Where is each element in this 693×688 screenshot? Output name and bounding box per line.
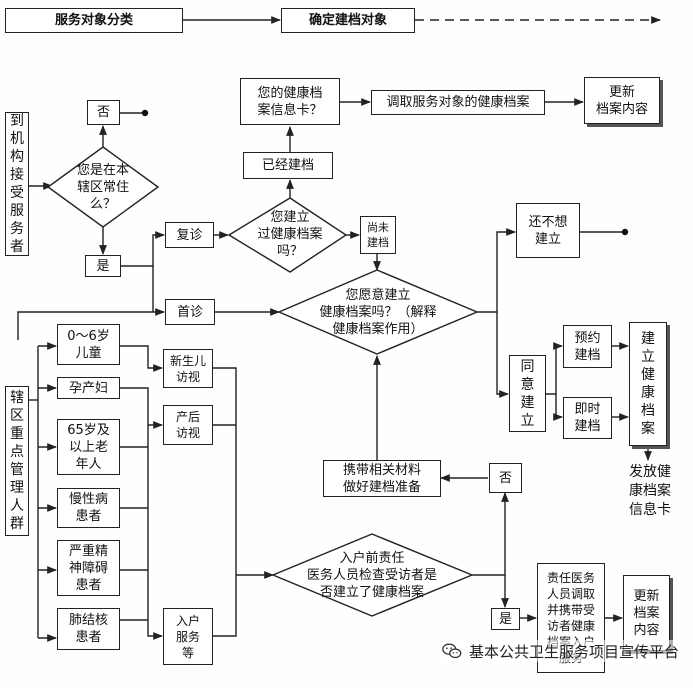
header-determine-target: 确定建档对象 (281, 8, 415, 33)
arrive-box: 到 机 构 接 受 服 务 者 (5, 112, 29, 256)
q-built-diamond (227, 197, 348, 273)
key-population-box: 辖 区 重 点 管 理 人 群 (5, 386, 29, 536)
chronic-box: 慢性病 患者 (57, 488, 120, 528)
no-box-top: 否 (87, 100, 120, 125)
yes-box-bottom: 是 (491, 608, 520, 630)
visits-bus (213, 367, 237, 637)
qwilling-to-notwant (477, 228, 516, 313)
agree-box: 同 意 建 立 (509, 355, 546, 432)
instant-box: 即时 建档 (563, 397, 612, 439)
mental-box: 严重精 神障碍 患者 (57, 540, 120, 596)
pregnant-to-postpartum (120, 387, 163, 429)
not-want-box: 还不想 建立 (516, 203, 580, 258)
carry-materials-box: 携带相关材料 做好建档准备 (323, 460, 441, 497)
no-terminal-dot (141, 109, 149, 117)
q-willing-diamond (277, 269, 479, 355)
watermark-text: 基本公共卫生服务项目宣传平台 (468, 642, 679, 661)
elderly-box: 65岁及 以上老 年人 (57, 419, 120, 475)
wechat-icon (442, 643, 462, 659)
pregnant-box: 孕产妇 (57, 377, 120, 399)
appointment-box: 预约 建档 (563, 325, 612, 368)
home-service-box: 入户 服务 等 (163, 608, 213, 665)
yes-to-split (121, 265, 154, 312)
watermark: 基本公共卫生服务项目宣传平台 (440, 640, 679, 662)
issue-card-text: 发放健 康档案 信息卡 (629, 463, 671, 518)
first-visit-box: 首诊 (165, 299, 215, 325)
qwilling-to-agree (496, 312, 509, 398)
child-to-newborn (120, 345, 163, 372)
sources-trunk (147, 425, 163, 640)
yes-box-top: 是 (85, 255, 121, 277)
q-home-diamond (271, 533, 474, 617)
revisit-box: 复诊 (165, 222, 214, 248)
no-box-bottom: 否 (489, 463, 522, 493)
agree-to-options (546, 342, 563, 395)
agree-to-instant (553, 394, 563, 421)
q-built-text: 您建立 过健康档案 吗？ (257, 209, 323, 259)
header-service-classification: 服务对象分类 (5, 8, 183, 33)
not-yet-built-box: 尚未 建档 (360, 216, 396, 254)
q-resident-text: 您是在本 辖区常住 么？ (76, 162, 129, 212)
q-willing-text: 您愿意建立 健康档案吗？（解释 健康档案作用） (319, 287, 437, 337)
update-record-box-top: 更新 档案内容 (584, 77, 660, 124)
child-box: 0～6岁 儿童 (57, 324, 120, 365)
split-to-firstvisit (17, 308, 165, 340)
notwant-terminal-dot (621, 228, 629, 236)
tb-box: 肺结核 患者 (57, 608, 120, 650)
establish-record-box: 建 立 健 康 档 案 (629, 322, 667, 446)
postpartum-visit-box: 产后 访视 (163, 405, 213, 445)
q-card-box: 您的健康档 案信息卡？ (240, 78, 340, 125)
qhome-to-no (472, 492, 509, 576)
newborn-visit-box: 新生儿 访视 (163, 349, 213, 388)
q-home-text: 入户前责任 医务人员检查受访者是 否建立了健康档案 (306, 550, 437, 600)
update-record-box-bottom: 更新 档案 内容 (623, 575, 670, 651)
q-resident-diamond (46, 146, 160, 228)
already-built-box: 已经建档 (243, 152, 333, 179)
split-to-revisit (152, 231, 165, 266)
fetch-record-box: 调取服务对象的健康档案 (371, 90, 545, 115)
